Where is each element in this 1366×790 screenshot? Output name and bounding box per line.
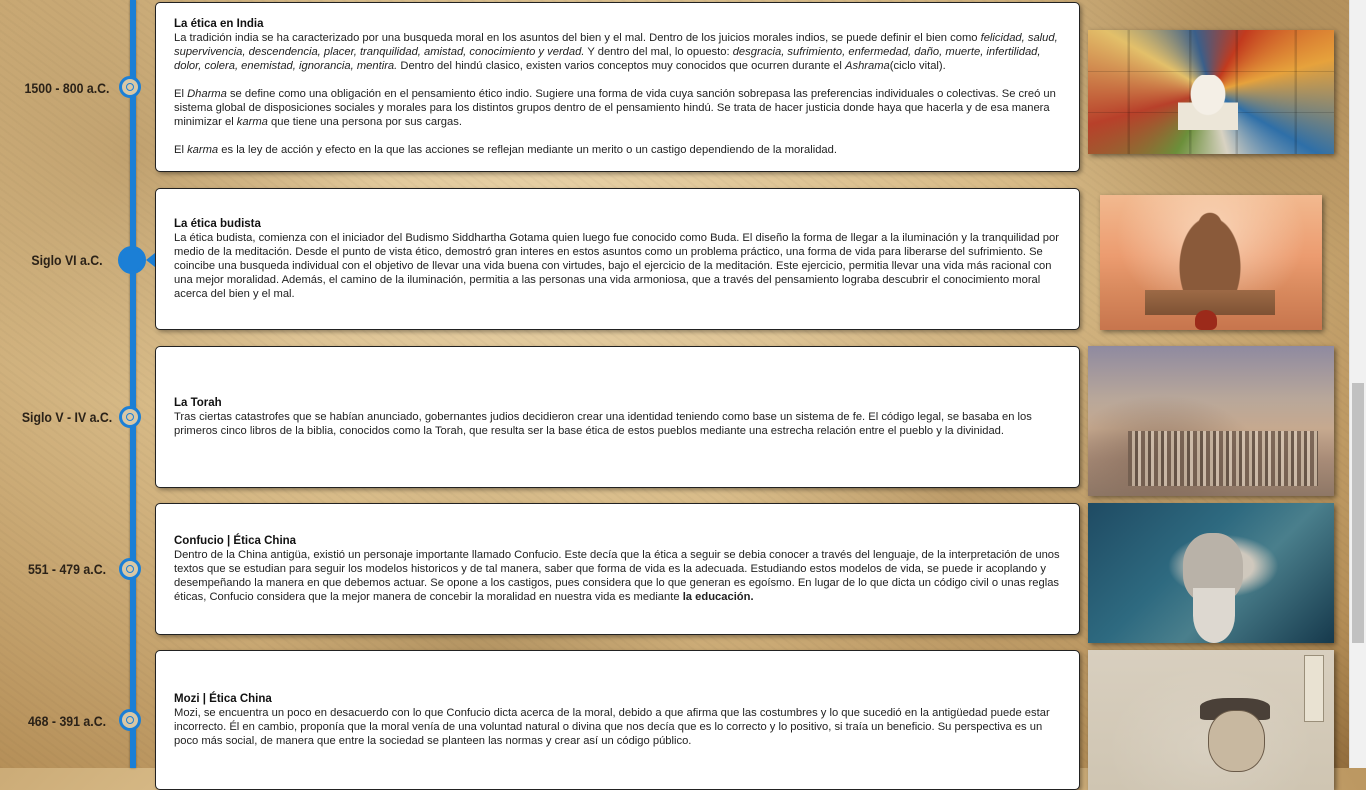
event-paragraph: Mozi, se encuentra un poco en desacuerdo… — [174, 707, 1050, 747]
event-date: 1500 - 800 a.C. — [24, 80, 110, 96]
timeline-marker[interactable] — [119, 558, 141, 580]
exodus-painting-image — [1088, 346, 1334, 496]
event-date: 468 - 391 a.C. — [27, 713, 107, 729]
event-paragraph: El karma es la ley de acción y efecto en… — [174, 144, 837, 156]
event-paragraph: La ética budista, comienza con el inicia… — [174, 232, 1059, 300]
event-date: 551 - 479 a.C. — [27, 561, 107, 577]
event-title: La ética budista — [174, 218, 261, 230]
event-card: La ética budista La ética budista, comie… — [155, 188, 1080, 330]
card-pointer — [146, 253, 155, 267]
page-scrollbar[interactable] — [1349, 0, 1366, 768]
event-title: La Torah — [174, 397, 222, 409]
event-paragraph: La tradición india se ha caracterizado p… — [174, 32, 1058, 72]
event-title: Mozi | Ética China — [174, 693, 272, 705]
timeline-marker[interactable] — [119, 76, 141, 98]
timeline-line — [130, 0, 136, 768]
timeline-marker-active[interactable] — [118, 246, 146, 274]
event-title: Confucio | Ética China — [174, 535, 297, 547]
india-collage-image — [1088, 30, 1334, 154]
event-card: Mozi | Ética China Mozi, se encuentra un… — [155, 650, 1080, 790]
event-card: La ética en India La tradición india se … — [155, 2, 1080, 172]
event-title: La ética en India — [174, 18, 264, 30]
event-card: Confucio | Ética China Dentro de la Chin… — [155, 503, 1080, 635]
buddha-statue-image — [1100, 195, 1322, 330]
scrollbar-thumb[interactable] — [1352, 383, 1364, 643]
event-date: Siglo VI a.C. — [31, 252, 103, 268]
mozi-portrait-image — [1088, 650, 1334, 790]
event-date: Siglo V - IV a.C. — [21, 409, 113, 425]
event-card: La Torah Tras ciertas catastrofes que se… — [155, 346, 1080, 488]
event-paragraph: Tras ciertas catastrofes que se habían a… — [174, 411, 1032, 437]
confucius-portrait-image — [1088, 503, 1334, 643]
event-paragraph: El Dharma se define como una obligación … — [174, 88, 1056, 128]
event-paragraph: Dentro de la China antigüa, existió un p… — [174, 549, 1060, 603]
timeline-marker[interactable] — [119, 406, 141, 428]
timeline-marker[interactable] — [119, 709, 141, 731]
